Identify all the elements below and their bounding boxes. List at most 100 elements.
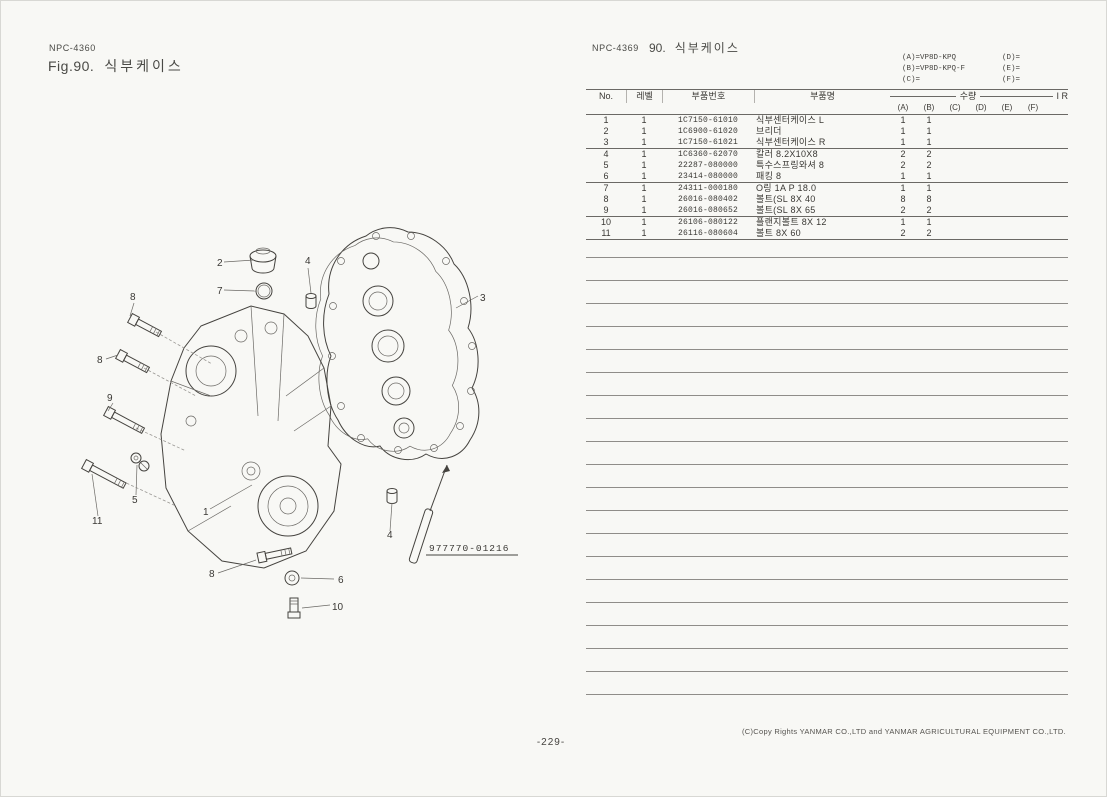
variant-code-legend: (A)=VP8D-KPQ (D)= (B)=VP8D-KPQ-F (E)= (C… [902, 54, 1092, 87]
cell-level: 1 [641, 194, 647, 204]
cell-qty_c [942, 217, 968, 228]
cell-part_number: 26016-080652 [677, 206, 738, 215]
cell-part_number: 26116-080604 [677, 229, 738, 238]
cell-qty_c [942, 160, 968, 171]
cell-qty_d [968, 217, 994, 228]
cell-part_number: 1C7150-61010 [677, 116, 738, 125]
cell-no: 9 [603, 205, 609, 215]
cell-qty_c [942, 149, 968, 160]
cell-qty_d [968, 149, 994, 160]
cell-qty_e [994, 194, 1020, 205]
diagram-callout-1: 1 [203, 507, 209, 518]
cell-part_number: 22287-080000 [677, 161, 738, 170]
col-ir-header: I R [1046, 90, 1068, 103]
col-part-name-header: 부품명 [754, 90, 890, 103]
cell-qty_c [942, 194, 968, 205]
cell-qty_a: 2 [900, 228, 906, 238]
cell-qty_c [942, 115, 968, 126]
cell-qty_d [968, 126, 994, 137]
cell-no: 1 [603, 115, 609, 125]
cell-qty_d [968, 160, 994, 171]
cell-no: 10 [600, 217, 611, 227]
cell-qty_d [968, 194, 994, 205]
cell-qty_d [968, 137, 994, 148]
cell-qty_f [1020, 137, 1046, 148]
cell-level: 1 [641, 160, 647, 170]
col-level-header: 레벨 [626, 90, 662, 103]
cell-ir [1046, 183, 1068, 194]
diagram-callout-4: 4 [305, 256, 311, 267]
diagram-callout-8: 8 [209, 569, 215, 580]
qty-col-d-header: (D) [975, 103, 987, 112]
cell-part_number: 26016-080402 [677, 195, 738, 204]
bolt [116, 350, 151, 375]
plug [250, 248, 276, 273]
pin-part-number: 977770-01216 [429, 543, 509, 554]
cell-qty_f [1020, 149, 1046, 160]
cell-qty_a: 1 [900, 183, 906, 193]
cell-qty_d [968, 115, 994, 126]
cell-qty_a: 1 [900, 171, 906, 181]
cell-qty_f [1020, 194, 1046, 205]
cell-qty_f [1020, 115, 1046, 126]
cell-ir [1046, 115, 1068, 126]
cell-part_number: 1C6900-61020 [677, 127, 738, 136]
left-page-code: NPC-4360 [49, 43, 96, 53]
cell-level: 1 [641, 217, 647, 227]
cover-plate [316, 228, 479, 460]
diagram-callout-8: 8 [97, 355, 103, 366]
cell-qty_e [994, 183, 1020, 194]
qty-col-f-header: (F) [1027, 103, 1039, 112]
cell-qty_a: 1 [900, 126, 906, 136]
cell-part_name: 플랜지볼트 8X 12 [756, 217, 827, 227]
cell-part_name: 볼트 8X 60 [756, 228, 801, 238]
washer [285, 571, 299, 585]
cell-no: 5 [603, 160, 609, 170]
cell-qty_f [1020, 205, 1046, 216]
copyright-notice: (C)Copy Rights YANMAR CO.,LTD and YANMAR… [741, 727, 1066, 736]
page-number: -229- [536, 737, 566, 748]
cell-qty_e [994, 149, 1020, 160]
cell-qty_e [994, 217, 1020, 228]
cell-part_name: 패킹 8 [756, 171, 782, 181]
cell-level: 1 [641, 171, 647, 181]
cell-level: 1 [641, 149, 647, 159]
diagram-callout-7: 7 [217, 286, 223, 297]
cell-ir [1046, 137, 1068, 148]
cell-part_name: 칼러 8.2X10X8 [756, 149, 818, 159]
cell-qty_b: 2 [926, 160, 932, 170]
qty-header-label: 수량 [959, 91, 977, 101]
cell-part_name: 볼트(SL 8X 40 [756, 194, 816, 204]
right-figure-title: 식부케이스 [674, 41, 740, 55]
cell-level: 1 [641, 137, 647, 147]
collar-bottom [387, 489, 397, 504]
bolt [82, 460, 127, 490]
diagram-callout-3: 3 [480, 293, 486, 304]
diagram-callout-6: 6 [338, 575, 344, 586]
empty-ruled-lines [586, 235, 1068, 717]
diagram-callout-10: 10 [332, 602, 344, 613]
cell-qty_c [942, 126, 968, 137]
callout-leader-lines [92, 260, 478, 608]
variant-d: (D)= [1002, 54, 1021, 62]
cell-ir [1046, 149, 1068, 160]
cell-qty_b: 1 [926, 183, 932, 193]
cell-qty_e [994, 171, 1020, 182]
cell-part_name: 브리더 [756, 126, 782, 136]
cell-qty_c [942, 205, 968, 216]
right-figure-line: 90.식부케이스 [649, 39, 740, 56]
cell-qty_a: 1 [900, 217, 906, 227]
cell-level: 1 [641, 115, 647, 125]
diagram-callout-11: 11 [92, 516, 103, 527]
cell-qty_a: 2 [900, 205, 906, 215]
cell-ir [1046, 126, 1068, 137]
cell-qty_c [942, 183, 968, 194]
cell-ir [1046, 205, 1068, 216]
